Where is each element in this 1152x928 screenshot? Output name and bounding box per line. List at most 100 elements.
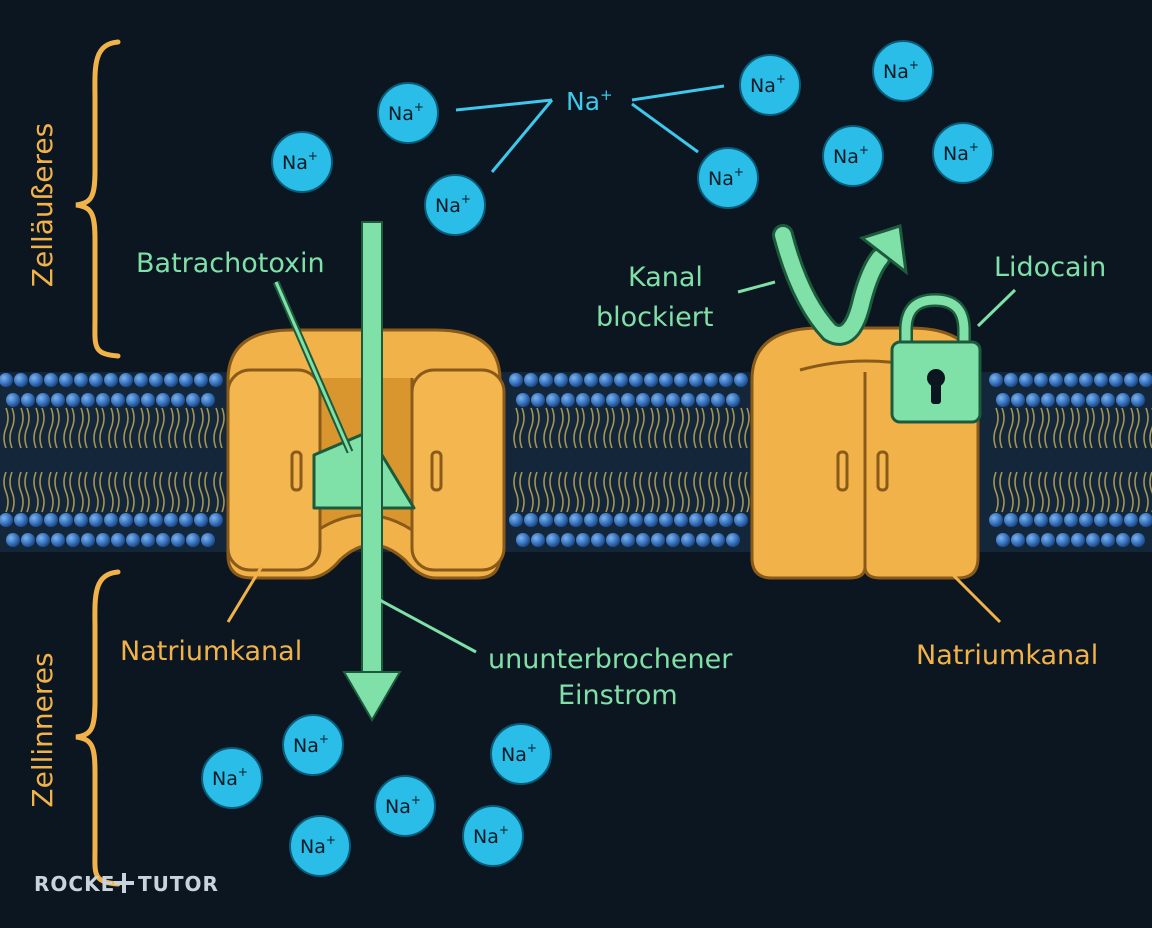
ion-charge: + [238, 765, 248, 779]
lipid-head [14, 373, 28, 387]
lipid-head [989, 513, 1003, 527]
lipid-head [1109, 513, 1123, 527]
lipid-tail [138, 407, 150, 513]
lipid-tail [993, 407, 1005, 513]
ion-charge: + [319, 732, 329, 746]
ion-symbol: Na [708, 168, 734, 190]
brand-logo: ROCKE TUTOR [34, 872, 218, 896]
lipid-head [1041, 393, 1055, 407]
sodium-ion: Na+ [424, 174, 486, 236]
lipid-head [1124, 373, 1138, 387]
lipid-head [1026, 393, 1040, 407]
ion-charge: + [326, 833, 336, 847]
lipid-head [1004, 513, 1018, 527]
lipid-head [36, 533, 50, 547]
lipid-head [711, 533, 725, 547]
ion-free-charge: + [600, 86, 613, 104]
lipid-tail [1068, 407, 1080, 513]
lipid-head [1079, 373, 1093, 387]
lipid-head [681, 533, 695, 547]
lipid-head [209, 373, 223, 387]
lipid-head [509, 513, 523, 527]
lipid-head [651, 393, 665, 407]
lipid-head [689, 373, 703, 387]
lipid-head [1116, 533, 1130, 547]
ion-label: Na+ [388, 100, 424, 125]
lipid-tail [153, 407, 165, 513]
lipid-head [599, 373, 613, 387]
lipid-tail [558, 407, 570, 513]
lipid-head [546, 533, 560, 547]
lipid-head [569, 513, 583, 527]
lipid-tail [198, 407, 210, 513]
ion-free-symbol: Na [566, 87, 600, 116]
lipid-head [509, 373, 523, 387]
lipid-head [1071, 533, 1085, 547]
ion-symbol: Na [943, 143, 969, 165]
lipid-head [1131, 393, 1145, 407]
lipid-head [629, 513, 643, 527]
lipid-head [1019, 513, 1033, 527]
lipid-head [1071, 393, 1085, 407]
lipid-head [6, 533, 20, 547]
ion-free-label: Na+ [566, 86, 613, 116]
lipid-head [996, 393, 1010, 407]
lidocaine-label: Lidocain [994, 252, 1106, 283]
lipid-head [1056, 393, 1070, 407]
lipid-tail [108, 407, 120, 513]
lipid-head [66, 393, 80, 407]
ion-symbol: Na [883, 61, 909, 83]
ion-symbol: Na [282, 152, 308, 174]
channel-label-right: Natriumkanal [916, 640, 1098, 671]
sodium-ion: Na+ [739, 54, 801, 116]
ion-charge: + [527, 741, 537, 755]
lipid-tail [18, 407, 30, 513]
lipid-head [59, 513, 73, 527]
lipid-head [201, 533, 215, 547]
lipid-head [621, 533, 635, 547]
lipid-tail [663, 407, 675, 513]
lipid-head [1139, 373, 1152, 387]
sodium-ion: Na+ [201, 747, 263, 809]
lipid-head [696, 393, 710, 407]
sodium-ion: Na+ [822, 125, 884, 187]
ion-symbol: Na [300, 836, 326, 858]
brand-text-left: ROCKE [34, 872, 115, 896]
lipid-head [81, 533, 95, 547]
lipid-head [51, 393, 65, 407]
lipid-head [576, 393, 590, 407]
lipid-head [209, 513, 223, 527]
lipid-tail [513, 407, 525, 513]
lipid-head [734, 513, 748, 527]
lipid-head [66, 533, 80, 547]
lipid-head [51, 533, 65, 547]
lipid-head [171, 533, 185, 547]
ion-charge: + [909, 58, 919, 72]
lipid-head [96, 533, 110, 547]
lipid-tail [1053, 407, 1065, 513]
lipid-head [659, 373, 673, 387]
lipid-head [81, 393, 95, 407]
lipid-head [636, 533, 650, 547]
lipid-head [516, 533, 530, 547]
lipid-heads [0, 373, 1152, 547]
toxin-label: Batrachotoxin [136, 248, 325, 279]
lipid-tail [693, 407, 705, 513]
lipid-head [554, 373, 568, 387]
lipid-head [561, 533, 575, 547]
lipid-head [1101, 533, 1115, 547]
lipid-head [606, 533, 620, 547]
lipid-head [74, 513, 88, 527]
lipid-head [29, 513, 43, 527]
lipid-head [111, 533, 125, 547]
lipid-head [6, 393, 20, 407]
lipid-head [524, 373, 538, 387]
lipid-head [141, 393, 155, 407]
lipid-tail [48, 407, 60, 513]
lipid-tail [708, 407, 720, 513]
lipid-tail [543, 407, 555, 513]
lipid-head [1079, 513, 1093, 527]
flow-label-line2: Einstrom [558, 680, 678, 711]
lipid-tail [123, 407, 135, 513]
lipid-tail [168, 407, 180, 513]
